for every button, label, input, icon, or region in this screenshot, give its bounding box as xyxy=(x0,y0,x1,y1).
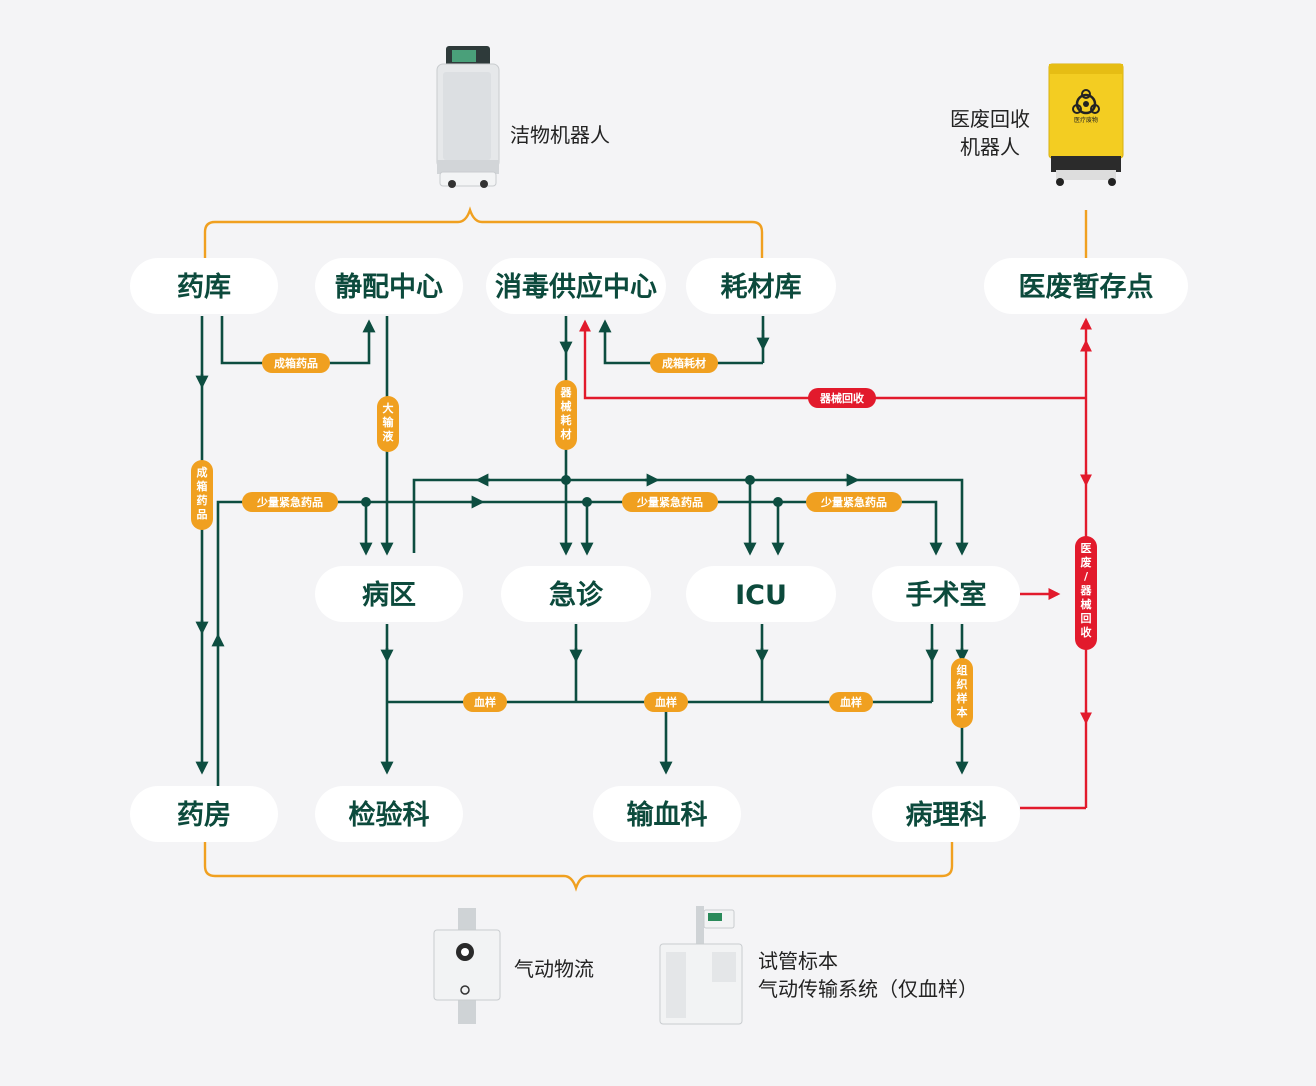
svg-text:药房: 药房 xyxy=(177,800,231,831)
node-icu: ICU xyxy=(686,566,836,622)
svg-text:ICU: ICU xyxy=(735,580,787,611)
pneumatic-bracket xyxy=(203,842,954,892)
node-xiaodu: 消毒供应中心 xyxy=(486,258,666,314)
node-shoushu: 手术室 xyxy=(872,566,1020,622)
svg-text:病区: 病区 xyxy=(362,580,416,611)
svg-text:少量紧急药品: 少量紧急药品 xyxy=(820,495,887,509)
tube-transport-station-icon xyxy=(659,906,743,1025)
waste-robot-caption-line2: 机器人 xyxy=(960,135,1020,159)
svg-text:血样: 血样 xyxy=(840,695,862,709)
tag-yifei-qixie-huishou: 医废/器械回收 xyxy=(1075,536,1097,650)
node-bingqu: 病区 xyxy=(315,566,463,622)
pneumatic-station-icon xyxy=(433,908,501,1024)
node-yaoku: 药库 xyxy=(130,258,278,314)
svg-text:少量紧急药品: 少量紧急药品 xyxy=(256,495,323,509)
biohazard-icon xyxy=(1072,89,1100,115)
svg-text:医废/器械回收: 医废/器械回收 xyxy=(1080,542,1093,639)
waste-bin-label: 医疗废物 xyxy=(1074,116,1098,124)
svg-text:消毒供应中心: 消毒供应中心 xyxy=(495,271,657,303)
svg-text:药库: 药库 xyxy=(177,272,231,303)
svg-text:医废暂存点: 医废暂存点 xyxy=(1019,271,1154,303)
svg-text:静配中心: 静配中心 xyxy=(335,272,443,303)
medical-waste-robot-icon: 医疗废物 xyxy=(1048,63,1124,186)
tag-shaoliang-1: 少量紧急药品 xyxy=(242,492,338,512)
tag-xueyang-1: 血样 xyxy=(463,692,507,712)
node-yifei-zancun: 医废暂存点 xyxy=(984,258,1188,314)
tube-system-caption-line2: 气动传输系统（仅血样） xyxy=(758,977,978,1001)
tag-da-shuye: 大输液 xyxy=(377,396,399,452)
tag-xueyang-2: 血样 xyxy=(644,692,688,712)
node-bingli: 病理科 xyxy=(872,786,1020,842)
clean-robot-bracket xyxy=(203,206,764,258)
tag-qixie-huishou: 器械回收 xyxy=(808,388,876,408)
pneumatic-caption: 气动物流 xyxy=(514,957,594,981)
svg-text:血样: 血样 xyxy=(655,695,677,709)
svg-text:急诊: 急诊 xyxy=(549,579,604,611)
node-jingpei: 静配中心 xyxy=(315,258,463,314)
clean-goods-robot-icon xyxy=(436,46,500,188)
tag-shaoliang-3: 少量紧急药品 xyxy=(806,492,902,512)
node-jizhen: 急诊 xyxy=(501,566,651,622)
svg-text:器械回收: 器械回收 xyxy=(819,391,864,405)
tag-chengxiang-haocai: 成箱耗材 xyxy=(650,353,718,373)
node-jianyan: 检验科 xyxy=(315,786,463,842)
svg-text:检验科: 检验科 xyxy=(349,799,430,831)
waste-robot-caption-line1: 医废回收 xyxy=(950,107,1030,131)
tag-zuzhi-yangben: 组织样本 xyxy=(951,658,973,728)
tag-shaoliang-2: 少量紧急药品 xyxy=(622,492,718,512)
node-yaofang: 药房 xyxy=(130,786,278,842)
tag-chengxiang-yaopin-v: 成箱药品 xyxy=(191,460,213,530)
svg-text:输血科: 输血科 xyxy=(627,799,708,831)
flow-lines xyxy=(195,316,969,786)
tag-chengxiang-yaopin: 成箱药品 xyxy=(262,353,330,373)
svg-text:器械耗材: 器械耗材 xyxy=(560,386,573,441)
node-haocai: 耗材库 xyxy=(686,258,836,314)
svg-text:成箱耗材: 成箱耗材 xyxy=(662,356,706,370)
svg-text:病理科: 病理科 xyxy=(906,800,987,831)
node-shuxue: 输血科 xyxy=(593,786,741,842)
svg-text:组织样本: 组织样本 xyxy=(957,663,968,719)
svg-text:耗材库: 耗材库 xyxy=(721,272,802,303)
tag-qixie-haocai: 器械耗材 xyxy=(555,380,577,450)
svg-text:手术室: 手术室 xyxy=(906,579,987,611)
svg-text:少量紧急药品: 少量紧急药品 xyxy=(636,495,703,509)
svg-text:成箱药品: 成箱药品 xyxy=(197,465,208,521)
svg-text:血样: 血样 xyxy=(474,695,496,709)
svg-text:大输液: 大输液 xyxy=(383,401,395,443)
tube-system-caption-line1: 试管标本 xyxy=(758,949,838,973)
tag-xueyang-3: 血样 xyxy=(829,692,873,712)
svg-text:成箱药品: 成箱药品 xyxy=(274,356,318,370)
clean-robot-caption: 洁物机器人 xyxy=(510,123,610,147)
